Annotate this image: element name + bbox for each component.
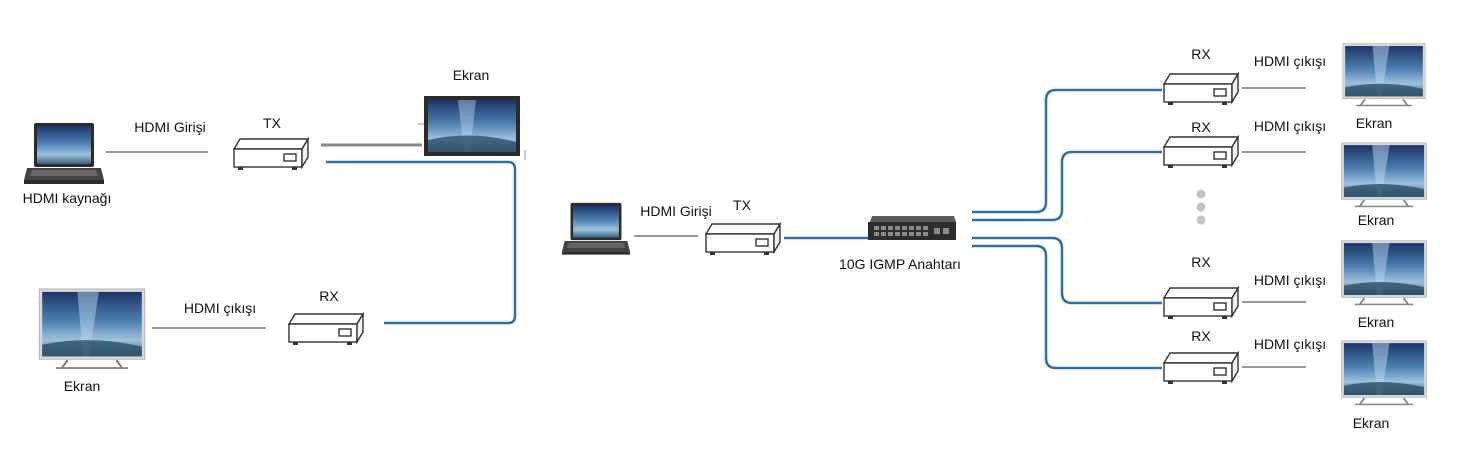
extender-box-icon — [1163, 287, 1239, 320]
display-label-top: Ekran — [453, 67, 490, 83]
link-switch-to-rx-3 — [972, 236, 1162, 305]
more-receivers-dots — [1196, 189, 1206, 225]
tv-icon — [1341, 43, 1427, 107]
link-switch-to-rx-4 — [972, 244, 1162, 370]
hdmi-output-label-2: HDMI çıkışı — [1254, 118, 1326, 134]
display-label-1: Ekran — [1356, 115, 1393, 131]
hdmi-output-label-3: HDMI çıkışı — [1254, 272, 1326, 288]
rx-label-4: RX — [1191, 328, 1211, 344]
hdmi-input-label-center: HDMI Girişi — [640, 203, 712, 219]
extender-box-icon — [233, 138, 309, 171]
network-switch-icon — [868, 216, 956, 240]
rx-label-3: RX — [1191, 254, 1211, 270]
tv-icon — [38, 288, 146, 370]
display-label-2: Ekran — [1358, 212, 1395, 228]
hdmi-input-label-left: HDMI Girişi — [134, 119, 206, 135]
tv-icon — [1340, 240, 1428, 306]
extender-box-icon — [288, 313, 364, 346]
display-label-4: Ekran — [1353, 415, 1390, 431]
display-label-3: Ekran — [1358, 314, 1395, 330]
tx-label-center: TX — [733, 197, 752, 213]
link-switch-to-rx-1 — [972, 88, 1162, 214]
laptop-icon — [562, 202, 630, 255]
link-switch-to-rx-2 — [972, 150, 1162, 222]
tv-icon — [1340, 340, 1428, 406]
hdmi-source-label: HDMI kaynağı — [23, 190, 112, 206]
extender-box-icon — [705, 223, 781, 256]
hdmi-output-label-1: HDMI çıkışı — [1254, 53, 1326, 69]
hdmi-cables — [106, 87, 1306, 368]
tv-icon — [1340, 142, 1428, 208]
extender-box-icon — [1163, 352, 1239, 385]
rx-label-2: RX — [1191, 119, 1211, 135]
rx-label-left: RX — [319, 288, 339, 304]
switch-label: 10G IGMP Anahtarı — [839, 256, 961, 272]
extender-box-icon — [1163, 73, 1239, 106]
hdmi-output-label-4: HDMI çıkışı — [1254, 336, 1326, 352]
monitor-icon — [418, 96, 526, 160]
rx-label-1: RX — [1191, 46, 1211, 62]
extender-box-icon — [1163, 136, 1239, 169]
laptop-icon — [24, 123, 104, 184]
network-links — [326, 88, 1162, 370]
hdmi-output-label-left: HDMI çıkışı — [184, 300, 256, 316]
link-tx-to-rx-left — [326, 160, 517, 325]
tx-label-left: TX — [263, 115, 282, 131]
display-label-bottom-left: Ekran — [64, 378, 101, 394]
